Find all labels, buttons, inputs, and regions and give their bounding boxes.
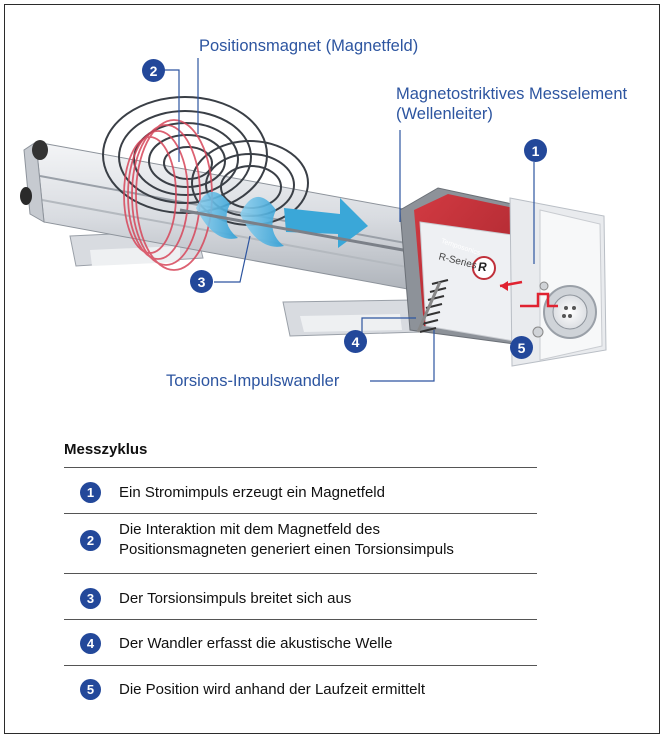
marker-5: 5 — [510, 336, 533, 359]
step-item: 5 Die Position wird anhand der Laufzeit … — [80, 679, 425, 700]
step-item: 1 Ein Stromimpuls erzeugt ein Magnetfeld — [80, 482, 385, 503]
messelement-label-line1: Magnetostriktives Messelement — [396, 84, 627, 104]
section-title: Messzyklus — [64, 441, 147, 458]
messelement-label-line2: (Wellenleiter) — [396, 104, 493, 124]
divider — [64, 619, 537, 620]
divider — [64, 467, 537, 468]
step-text: Ein Stromimpuls erzeugt ein Magnetfeld — [119, 483, 385, 503]
divider — [64, 573, 537, 574]
divider — [64, 665, 537, 666]
step-number: 4 — [80, 633, 101, 654]
step-number: 1 — [80, 482, 101, 503]
step-text: Positionsmagneten generiert einen Torsio… — [119, 540, 454, 560]
divider — [64, 513, 537, 514]
positionsmagnet-label: Positionsmagnet (Magnetfeld) — [199, 36, 418, 56]
step-item: 2 Die Interaktion mit dem Magnetfeld des… — [80, 520, 454, 560]
impulswandler-label: Torsions-Impulswandler — [166, 371, 339, 391]
marker-3: 3 — [190, 270, 213, 293]
step-number: 2 — [80, 530, 101, 551]
marker-4: 4 — [344, 330, 367, 353]
step-text: Die Position wird anhand der Laufzeit er… — [119, 680, 425, 700]
step-text: Der Torsionsimpuls breitet sich aus — [119, 589, 351, 609]
marker-1: 1 — [524, 139, 547, 162]
step-number: 5 — [80, 679, 101, 700]
step-item: 4 Der Wandler erfasst die akustische Wel… — [80, 633, 392, 654]
step-text: Die Interaktion mit dem Magnetfeld des — [119, 520, 454, 540]
r-mark: R — [478, 257, 487, 277]
step-text-block: Die Interaktion mit dem Magnetfeld des P… — [119, 520, 454, 560]
step-number: 3 — [80, 588, 101, 609]
step-text: Der Wandler erfasst die akustische Welle — [119, 634, 392, 654]
step-item: 3 Der Torsionsimpuls breitet sich aus — [80, 588, 351, 609]
sensor-housing — [400, 188, 606, 366]
marker-2: 2 — [142, 59, 165, 82]
